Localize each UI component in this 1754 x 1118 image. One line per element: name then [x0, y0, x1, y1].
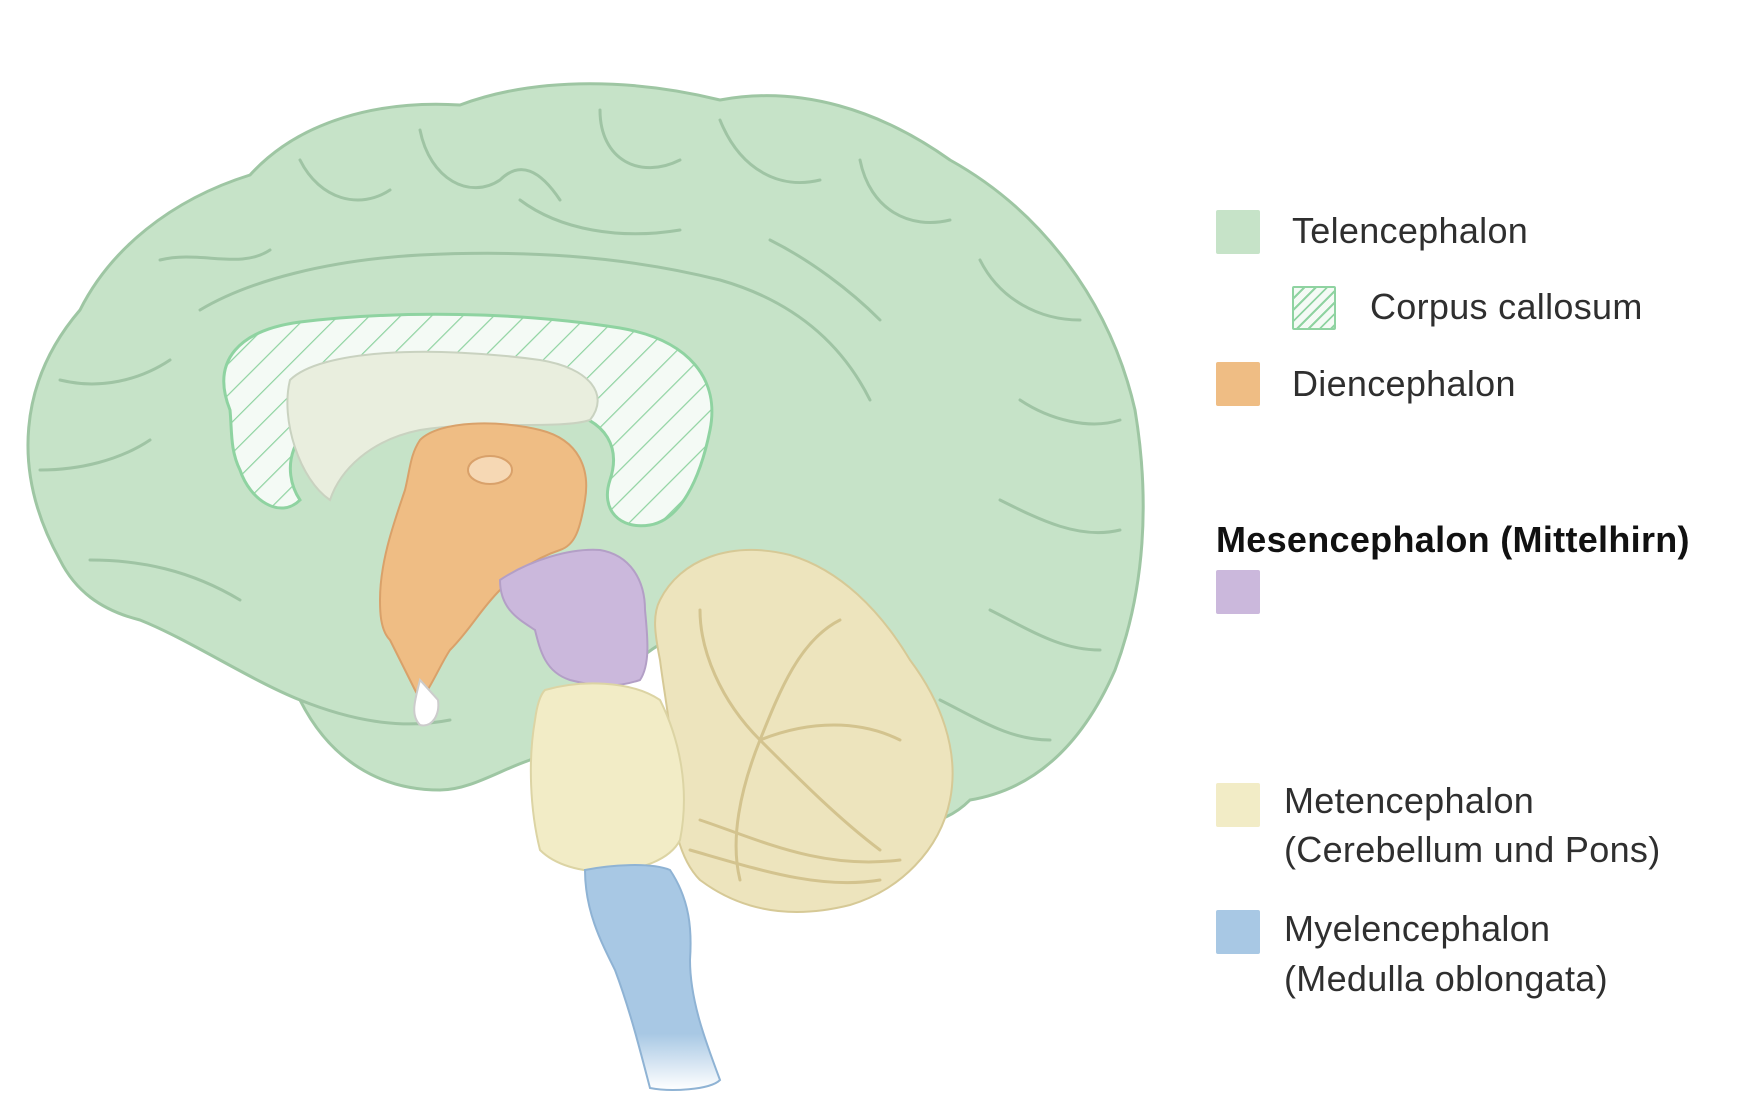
myelencephalon-region: [583, 864, 722, 1091]
pituitary-stalk: [413, 677, 440, 727]
metencephalon-pons-region: [529, 682, 685, 874]
arbor-vitae-lines: [688, 608, 902, 885]
gyri-lines: [38, 108, 1122, 742]
diencephalon-region: [378, 422, 588, 702]
ventricle-region: [286, 350, 599, 502]
thalamus-adhesion: [467, 455, 513, 485]
mesencephalon-region: [498, 548, 649, 687]
